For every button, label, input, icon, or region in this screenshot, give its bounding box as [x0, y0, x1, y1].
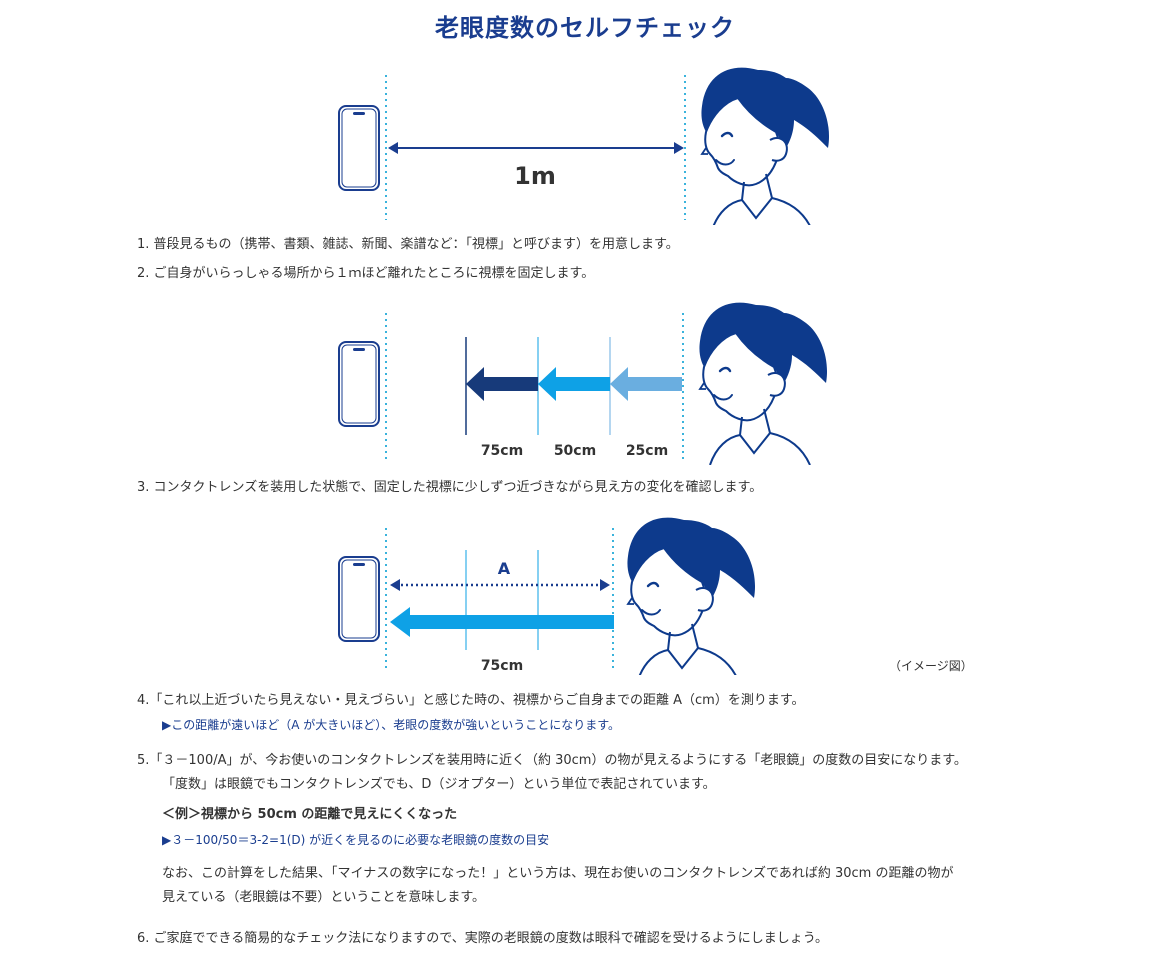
- woman-illustration: [626, 516, 757, 675]
- figure-3-distance-a-diagram: A 75cm: [338, 516, 757, 675]
- figure-1-one-meter-diagram: 1m: [338, 66, 831, 225]
- label-50cm: 50cm: [554, 443, 596, 459]
- arrowhead-left: [388, 142, 398, 154]
- arrowhead-left: [390, 579, 400, 591]
- image-caption: （イメージ図）: [889, 659, 973, 673]
- example-title: ＜例＞視標から 50cm の距離で見えにくくなった: [162, 807, 458, 822]
- arrow-50cm: [538, 367, 610, 401]
- step-6: 6. ご家庭でできる簡易的なチェック法になりますので、実際の老眼鏡の度数は眼科で…: [137, 931, 828, 946]
- phone-icon: [338, 341, 380, 427]
- arrow-to-phone: [390, 607, 614, 637]
- woman-illustration: [698, 301, 829, 465]
- arrowhead-right: [674, 142, 684, 154]
- example-result: ▶３－100/50＝3-2=1(D) が近くを見るのに必要な老眼鏡の度数の目安: [162, 833, 550, 847]
- distance-label-a: A: [498, 559, 511, 578]
- step-3: 3. コンタクトレンズを装用した状態で、固定した視標に少しずつ近づきながら見え方…: [137, 480, 763, 495]
- woman-illustration: [700, 66, 831, 225]
- remark-line-2: 見えている（老眼鏡は不要）ということを意味します。: [162, 890, 486, 905]
- step-2: 2. ご自身がいらっしゃる場所から１ｍほど離れたところに視標を固定します。: [137, 266, 595, 281]
- step-4-note: ▶この距離が遠いほど（A が大きいほど）、老眼の度数が強いということになります。: [162, 718, 621, 732]
- label-25cm: 25cm: [626, 443, 668, 459]
- step-4: 4.「これ以上近づいたら見えない・見えづらい」と感じた時の、視標からご自身までの…: [137, 693, 805, 708]
- label-75cm: 75cm: [481, 658, 523, 674]
- step-5-line-2: 「度数」は眼鏡でもコンタクトレンズでも、D（ジオプター）という単位で表記されてい…: [162, 777, 716, 792]
- label-75cm: 75cm: [481, 443, 523, 459]
- arrowhead-right: [600, 579, 610, 591]
- page-title: 老眼度数のセルフチェック: [435, 14, 735, 42]
- phone-icon: [338, 105, 380, 191]
- phone-icon: [338, 556, 380, 642]
- remark-line-1: なお、この計算をした結果、「マイナスの数字になった！」という方は、現在お使いのコ…: [162, 866, 954, 881]
- arrow-25cm: [610, 367, 682, 401]
- figure-2-approach-diagram: 75cm 50cm 25cm: [338, 301, 829, 465]
- step-5: 5.「３－100/A」が、今お使いのコンタクトレンズを装用時に近く（約 30cm…: [137, 753, 967, 768]
- step-1: 1. 普段見るもの（携帯、書類、雑誌、新聞、楽譜など：「視標」と呼びます）を用意…: [137, 237, 679, 252]
- arrow-75cm: [466, 367, 538, 401]
- distance-label-1m: 1m: [514, 162, 556, 190]
